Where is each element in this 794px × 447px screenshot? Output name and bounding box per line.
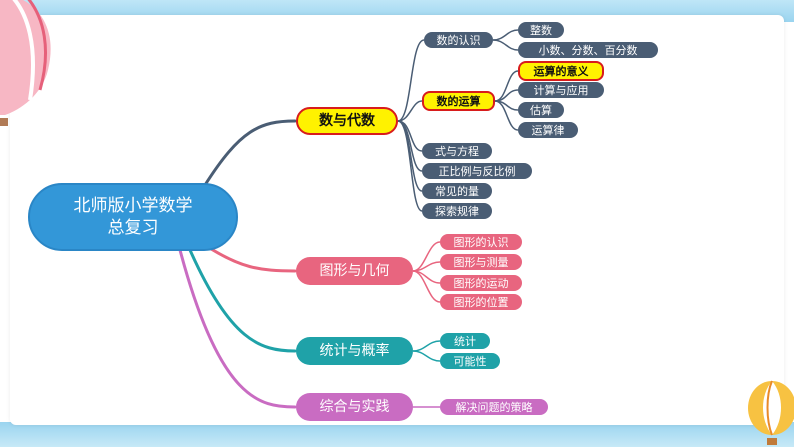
node-estimation: 估算 bbox=[518, 102, 564, 118]
link-root-algebra bbox=[203, 119, 297, 187]
link-operation-laws bbox=[494, 100, 519, 131]
node-proportion: 正比例与反比例 bbox=[422, 163, 532, 179]
node-integer: 整数 bbox=[518, 22, 564, 38]
link-algebra-pattern bbox=[397, 120, 423, 212]
link-statistics-1 bbox=[412, 340, 441, 352]
branch-algebra: 数与代数 bbox=[296, 107, 398, 135]
node-statistics: 统计 bbox=[440, 333, 490, 349]
link-recognition-decimal bbox=[492, 39, 519, 51]
node-probability: 可能性 bbox=[440, 353, 500, 369]
root-title-line2: 总复习 bbox=[107, 218, 159, 238]
node-equations: 式与方程 bbox=[422, 143, 492, 159]
link-algebra-equation bbox=[397, 120, 423, 152]
link-root-geometry bbox=[203, 243, 297, 273]
node-shape-recognition: 图形的认识 bbox=[440, 234, 522, 250]
link-statistics-2 bbox=[412, 350, 441, 362]
node-shape-motion: 图形的运动 bbox=[440, 275, 522, 291]
link-root-practice bbox=[178, 248, 297, 409]
node-shape-position: 图形的位置 bbox=[440, 294, 522, 310]
node-problem-solving: 解决问题的策略 bbox=[440, 399, 548, 415]
root-node: 北师版小学数学 总复习 bbox=[28, 183, 238, 251]
link-algebra-recognition bbox=[397, 39, 425, 122]
node-operation-meaning: 运算的意义 bbox=[518, 61, 604, 81]
root-title-line1: 北师版小学数学 bbox=[73, 196, 193, 216]
bottom-border bbox=[0, 422, 794, 447]
link-geometry-4 bbox=[412, 270, 441, 303]
node-number-operation: 数的运算 bbox=[422, 91, 495, 111]
link-algebra-operation bbox=[397, 100, 423, 122]
branch-geometry: 图形与几何 bbox=[296, 257, 413, 285]
link-root-statistics bbox=[188, 248, 297, 353]
node-shape-measurement: 图形与测量 bbox=[440, 254, 522, 270]
branch-statistics: 统计与概率 bbox=[296, 337, 413, 365]
branch-practice: 综合与实践 bbox=[296, 393, 413, 421]
node-common-quantities: 常见的量 bbox=[422, 183, 492, 199]
node-decimal-fraction-percent: 小数、分数、百分数 bbox=[518, 42, 658, 58]
node-calculation-application: 计算与应用 bbox=[518, 82, 604, 98]
balloon-right-icon bbox=[748, 380, 794, 445]
node-operation-laws: 运算律 bbox=[518, 122, 578, 138]
balloon-left-icon bbox=[0, 0, 51, 126]
link-recognition-integer bbox=[492, 29, 519, 41]
node-patterns: 探索规律 bbox=[422, 203, 492, 219]
node-number-recognition: 数的认识 bbox=[424, 32, 493, 48]
